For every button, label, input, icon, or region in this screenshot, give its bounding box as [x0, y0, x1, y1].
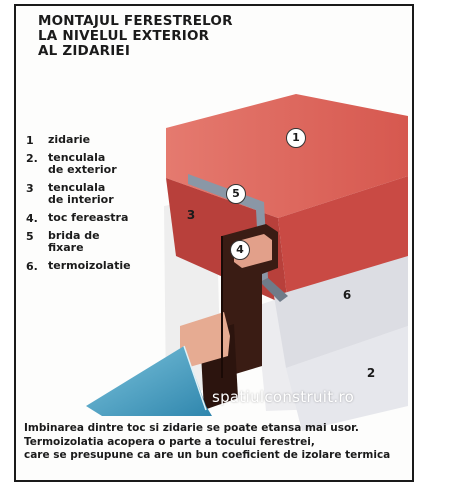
legend-item: 4. toc fereastra	[26, 211, 131, 226]
callout-1: 1	[286, 128, 306, 148]
glass-edge	[183, 345, 207, 411]
legend-item: 5 brida de fixare	[26, 230, 131, 254]
callout-4: 4	[230, 240, 250, 260]
glass-pane	[86, 346, 212, 416]
fixing-bracket-edge	[260, 278, 288, 302]
legend-label: brida de fixare	[48, 229, 100, 254]
legend-number: 6.	[26, 260, 38, 273]
watermark: spatiulconstruit.ro	[212, 388, 355, 406]
legend-label: toc fereastra	[48, 211, 129, 224]
thermal-insulation-front	[286, 326, 408, 431]
legend-label: zidarie	[48, 133, 91, 146]
masonry-top-face	[166, 94, 408, 218]
legend-number: 3	[26, 182, 34, 195]
legend-item: 2. tenculala de exterior	[26, 152, 131, 176]
callout-5: 5	[226, 184, 246, 204]
callout-2: 2	[366, 366, 376, 380]
caption-line-2: Termoizolatia acopera o parte a tocului …	[24, 435, 315, 448]
frame-wood-insert-bottom	[180, 312, 230, 368]
thermal-insulation	[274, 256, 408, 368]
title-line-1: MONTAJUL FERESTRELOR	[38, 13, 233, 29]
caption: Imbinarea dintre toc si zidarie se poate…	[24, 422, 412, 463]
legend-label: termoizolatie	[48, 259, 131, 272]
legend-number: 5	[26, 230, 34, 243]
figure-frame: MONTAJUL FERESTRELOR LA NIVELUL EXTERIOR…	[14, 4, 414, 482]
window-installation-diagram	[86, 94, 408, 431]
legend-number: 2.	[26, 152, 38, 165]
caption-line-3: care se presupune ca are un bun coeficie…	[24, 449, 391, 461]
caption-line-1: Imbinarea dintre toc si zidarie se poate…	[24, 422, 359, 434]
legend-label: tenculala de interior	[48, 181, 114, 206]
callout-3: 3	[186, 208, 196, 222]
legend-number: 4.	[26, 212, 38, 225]
legend-item: 1 zidarie	[26, 133, 131, 148]
legend-item: 3 tenculala de interior	[26, 182, 131, 206]
legend: 1 zidarie 2. tenculala de exterior 3 ten…	[26, 134, 131, 278]
title-line-2: LA NIVELUL EXTERIOR	[38, 28, 210, 44]
legend-number: 1	[26, 134, 34, 147]
legend-item: 6. termoizolatie	[26, 259, 131, 274]
legend-label: tenculala de exterior	[48, 151, 117, 176]
figure-title: MONTAJUL FERESTRELOR LA NIVELUL EXTERIOR…	[38, 14, 233, 59]
fixing-bracket	[188, 174, 268, 282]
callout-6: 6	[342, 288, 352, 302]
title-line-3: AL ZIDARIEI	[38, 43, 131, 59]
